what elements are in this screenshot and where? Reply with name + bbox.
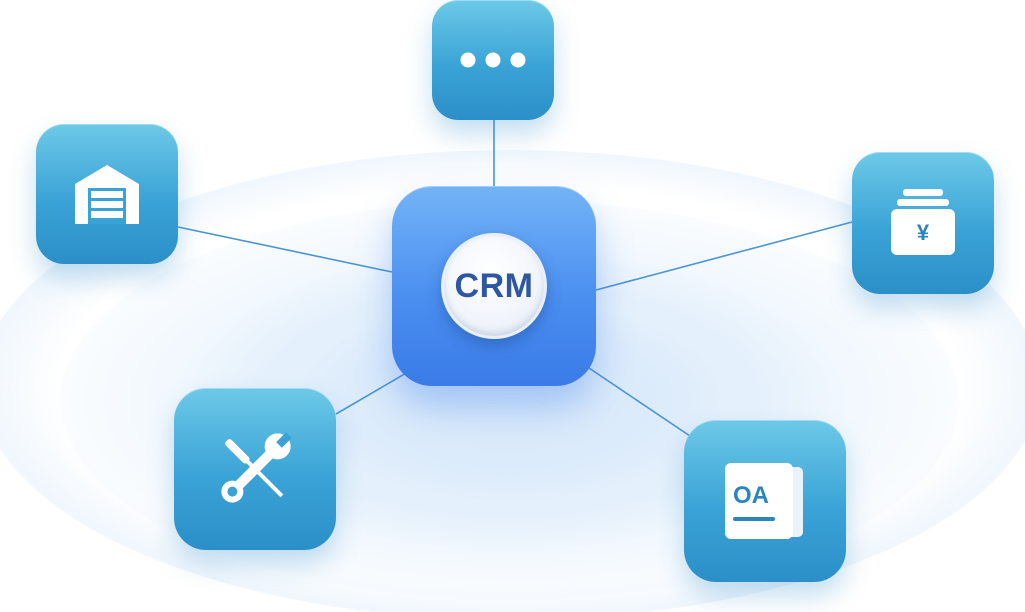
connector-finance <box>595 221 853 291</box>
yen-wallet-icon: ¥ <box>891 189 955 255</box>
more-dots-icon <box>460 52 526 68</box>
crm-hub[interactable]: CRM <box>392 186 596 386</box>
node-oa[interactable]: OA <box>684 420 846 582</box>
node-warehouse[interactable] <box>36 124 178 264</box>
connector-tools <box>335 371 409 415</box>
connector-oa <box>585 365 691 437</box>
crm-hub-disc: CRM <box>441 233 547 339</box>
crm-hub-label: CRM <box>454 266 534 305</box>
node-tools[interactable] <box>174 388 336 550</box>
wrench-screwdriver-icon <box>221 432 292 503</box>
warehouse-icon <box>75 165 139 224</box>
yen-glyph: ¥ <box>917 220 930 245</box>
oa-label: OA <box>733 482 769 509</box>
node-more[interactable] <box>432 0 554 120</box>
oa-document-icon: OA <box>725 463 803 539</box>
connector-warehouse <box>177 226 393 273</box>
node-finance[interactable]: ¥ <box>852 152 994 294</box>
